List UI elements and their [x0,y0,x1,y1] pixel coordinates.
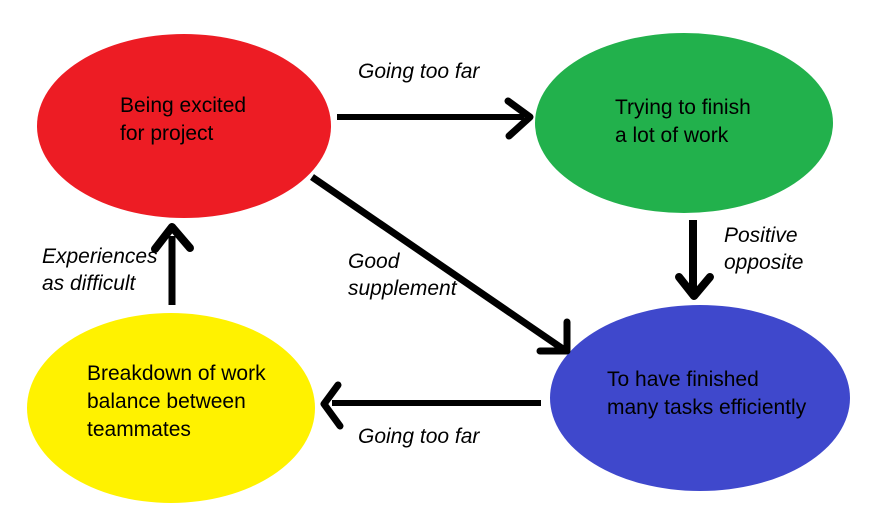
edge-label-going-too-far-top: Going too far [358,60,480,83]
node-being-excited-ellipse [37,34,331,218]
arrow-excited-to-trying [337,97,534,140]
node-work-breakdown-ellipse [27,313,315,503]
edge-label-good-supplement: Good supplement [348,250,457,300]
node-finished-tasks-label: To have finished many tasks efficiently [607,368,807,419]
arrow-excited-to-finished [310,174,571,355]
node-being-excited-label: Being excited for project [120,94,247,145]
arrow-breakdown-to-excited [151,223,194,305]
edge-label-going-too-far-bottom: Going too far [358,425,480,448]
arrow-finished-to-breakdown [320,381,541,430]
edge-label-experiences-as-difficult: Experiences as difficult [42,245,158,295]
edge-label-positive-opposite: Positive opposite [724,224,804,274]
node-trying-to-finish-ellipse [535,33,833,213]
arrow-trying-to-finished [675,220,714,300]
node-work-breakdown-label: Breakdown of work balance between teamma… [87,362,266,441]
node-trying-to-finish-label: Trying to finish a lot of work [615,96,751,147]
node-finished-tasks-ellipse [550,305,850,491]
